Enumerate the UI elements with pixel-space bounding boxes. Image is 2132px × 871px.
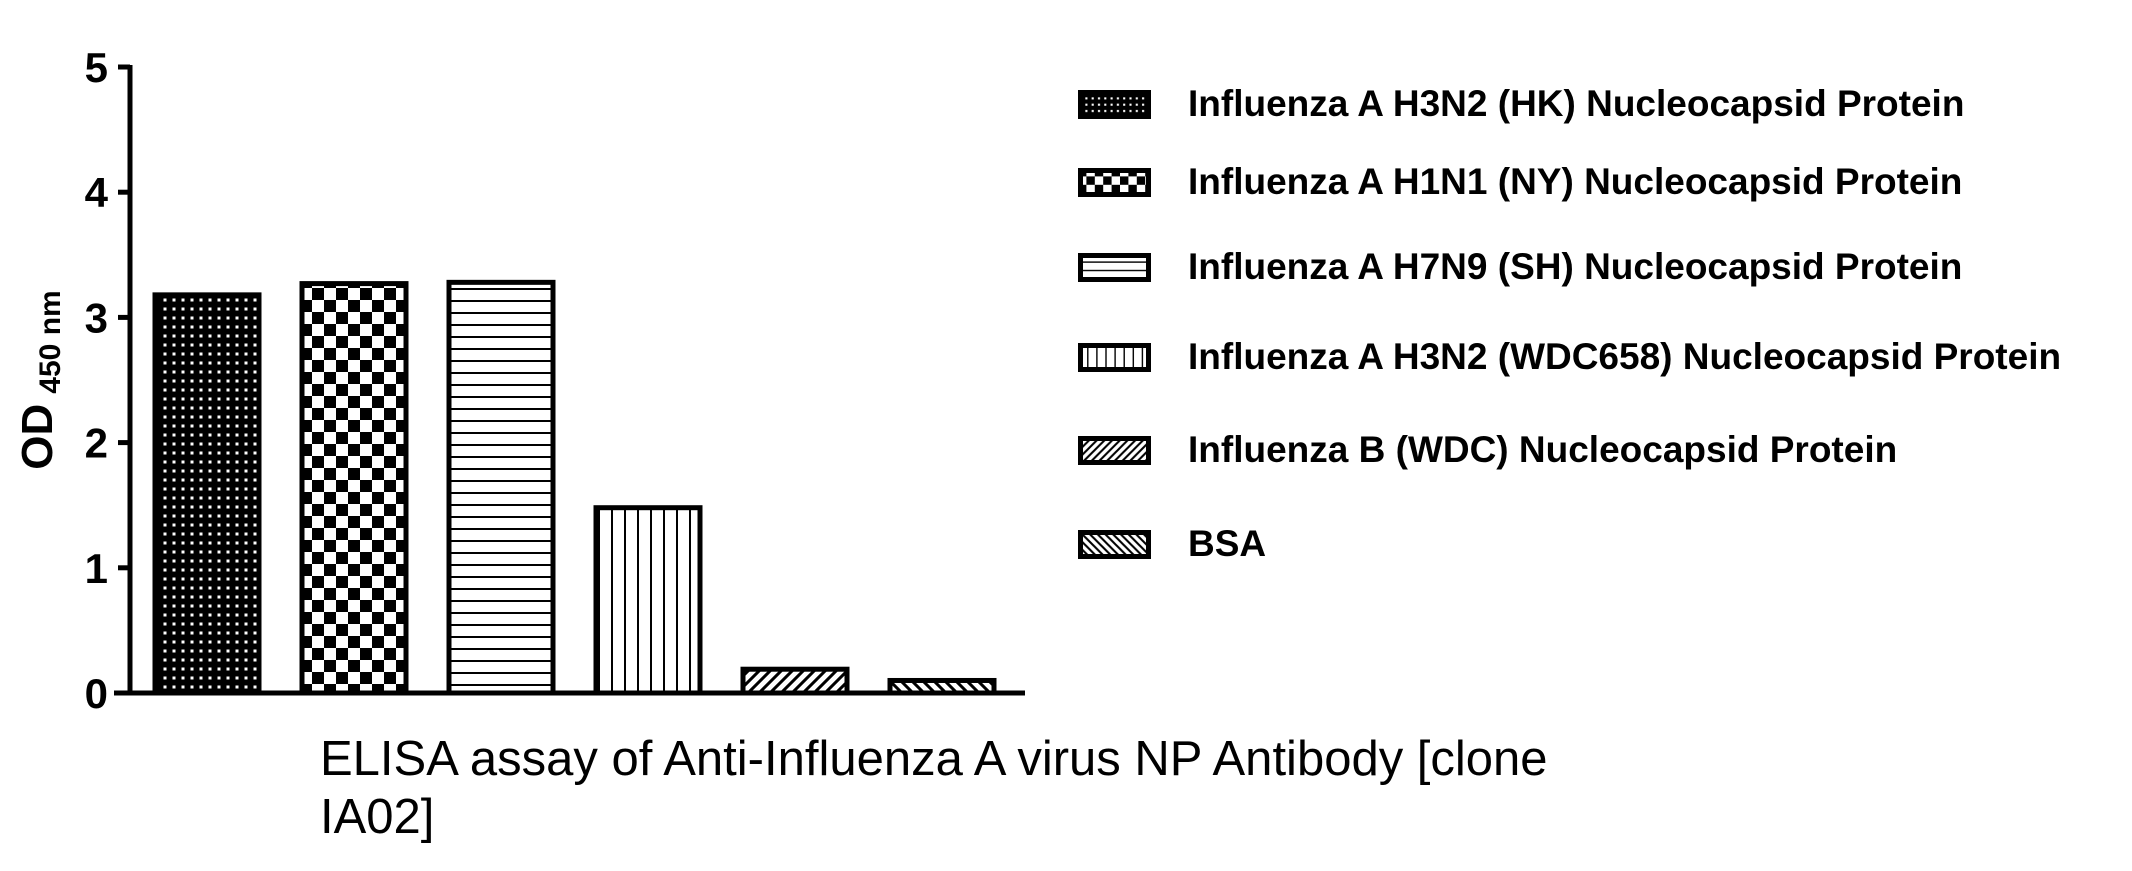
legend-swatch bbox=[1078, 253, 1151, 282]
y-tick-label: 1 bbox=[85, 545, 108, 592]
bar-chart: 0 1 2 3 4 5 OD 450 nm bbox=[13, 44, 1025, 717]
legend-item: Influenza A H3N2 (HK) Nucleocapsid Prote… bbox=[1078, 84, 2128, 124]
y-axis-label-main: OD bbox=[13, 404, 62, 470]
legend-item: Influenza A H1N1 (NY) Nucleocapsid Prote… bbox=[1078, 162, 2128, 202]
bar bbox=[740, 666, 850, 696]
y-axis-label: OD 450 nm bbox=[13, 290, 67, 469]
y-tick-label: 4 bbox=[85, 169, 109, 216]
figure-caption: ELISA assay of Anti-Influenza A virus NP… bbox=[320, 732, 1548, 844]
bar bbox=[446, 279, 556, 696]
bars-layer bbox=[152, 279, 997, 696]
legend-swatch bbox=[1078, 436, 1151, 465]
y-tick-label: 2 bbox=[85, 420, 108, 467]
legend-label: Influenza A H7N9 (SH) Nucleocapsid Prote… bbox=[1188, 246, 1963, 287]
legend-label: Influenza A H3N2 (WDC658) Nucleocapsid P… bbox=[1188, 336, 2062, 377]
y-tick-label: 0 bbox=[85, 670, 108, 717]
y-tick-label: 3 bbox=[85, 294, 108, 341]
legend-swatch bbox=[1078, 530, 1151, 559]
bar bbox=[299, 281, 409, 696]
legend-swatch bbox=[1078, 90, 1151, 119]
legend-swatch bbox=[1078, 168, 1151, 197]
legend-item: Influenza A H7N9 (SH) Nucleocapsid Prote… bbox=[1078, 247, 2128, 287]
legend-label: Influenza B (WDC) Nucleocapsid Protein bbox=[1188, 429, 1898, 470]
legend-label: BSA bbox=[1188, 523, 1267, 564]
y-axis-label-sub: 450 nm bbox=[34, 290, 67, 393]
legend-item: Influenza A H3N2 (WDC658) Nucleocapsid P… bbox=[1078, 337, 2128, 377]
y-ticks: 0 1 2 3 4 5 bbox=[85, 44, 130, 717]
legend-label: Influenza A H1N1 (NY) Nucleocapsid Prote… bbox=[1188, 161, 1963, 202]
legend-item: Influenza B (WDC) Nucleocapsid Protein bbox=[1078, 430, 2128, 470]
bar bbox=[593, 505, 703, 696]
bar bbox=[152, 292, 262, 696]
svg-text:OD450 nm: OD 450 nm bbox=[13, 290, 67, 469]
legend-item: BSA bbox=[1078, 524, 2128, 564]
legend-label: Influenza A H3N2 (HK) Nucleocapsid Prote… bbox=[1188, 83, 1965, 124]
y-tick-label: 5 bbox=[85, 44, 108, 91]
legend-swatch bbox=[1078, 343, 1151, 372]
